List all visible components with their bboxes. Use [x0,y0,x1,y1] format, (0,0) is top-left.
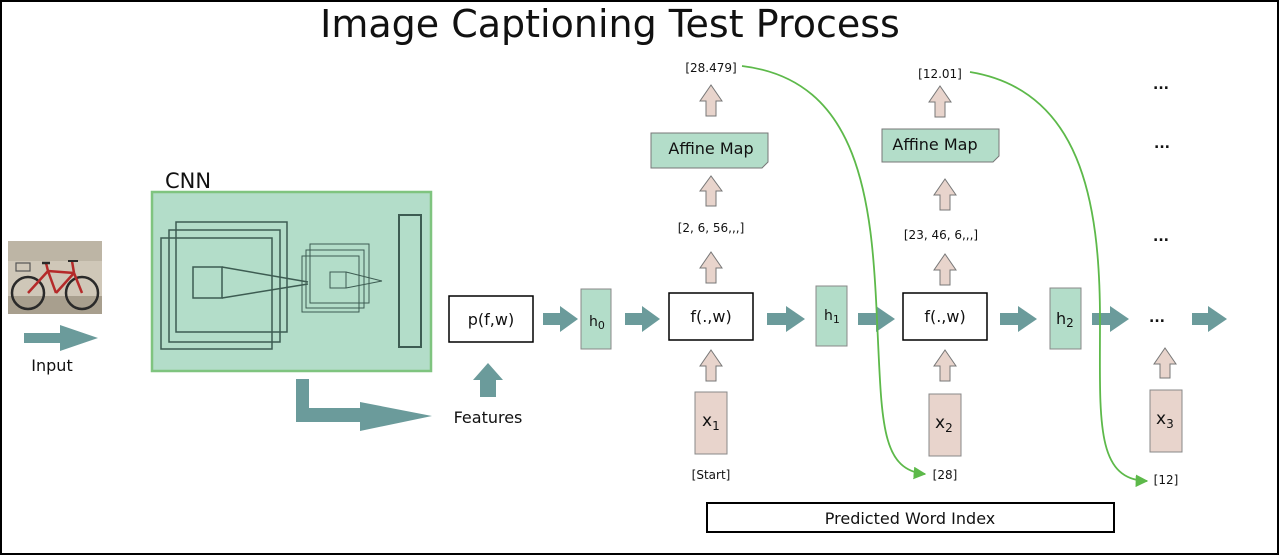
score-arrow-1 [699,84,723,117]
predicted-word-index-box [706,502,1115,533]
input-arrow-x2 [933,349,957,382]
affine-arrow-2 [933,178,957,211]
flow-arrow-7 [1192,306,1227,332]
input-label: Input [31,356,72,375]
bicycle-photo [8,241,102,314]
f-function-box-2 [902,292,988,341]
argmax-curve-2 [969,71,1149,488]
score-1: [28.479] [685,61,736,75]
p-function-box [448,295,534,343]
svg-text:...: ... [1149,310,1165,326]
f-function-label-1: f(.,w) [690,307,731,326]
predicted-word-index-label: Predicted Word Index [825,509,995,528]
f-function-label-2: f(.,w) [924,307,965,326]
flow-arrows [543,306,1227,332]
continuation-ellipses: ... ... ... ... [1149,77,1170,326]
predicted-index-2: [12] [1154,473,1179,487]
input-arrow-x3 [1153,347,1177,379]
score-2: [12.01] [918,67,962,81]
features-label: Features [454,408,523,427]
affine-map-box-1: Affine Map [650,132,769,169]
pink-up-arrows [699,84,1177,382]
diagram-title: Image Captioning Test Process [320,2,900,46]
input-arrow [24,325,98,351]
svg-text:h1: h1 [824,308,840,326]
flow-arrow-5 [1000,306,1037,332]
hidden-state-0: h0 [580,288,612,350]
output-arrow-2 [933,253,957,286]
output-arrow-1 [699,251,723,284]
hidden-state-1: h1 [815,285,848,347]
cnn-layers [160,214,422,350]
flow-arrow-3 [767,306,805,332]
cnn-box [150,190,433,373]
argmax-curve-1 [741,65,927,480]
flow-arrow-1 [543,306,578,332]
svg-text:...: ... [1153,229,1169,245]
svg-text:x3: x3 [1156,409,1174,431]
hidden-state-2: h2 [1049,287,1082,350]
svg-text:...: ... [1153,77,1169,93]
input-arrow-x1 [699,349,723,382]
svg-text:h0: h0 [589,314,605,332]
features-up-arrow [473,363,503,397]
score-arrow-2 [928,85,952,118]
output-vector-1: [2, 6, 56,,,] [678,221,745,235]
cnn-to-features-arrow [296,379,432,431]
flow-arrow-6 [1092,306,1129,332]
f-function-box-1 [668,292,754,341]
svg-text:x2: x2 [935,413,953,435]
svg-text:...: ... [1154,136,1170,152]
predicted-index-1: [28] [933,468,958,482]
affine-map-box-2: Affine Map [881,128,1000,163]
svg-text:h2: h2 [1056,309,1074,330]
start-token-label: [Start] [692,468,731,482]
cnn-label: CNN [165,169,211,193]
input-token-2: x2 [928,393,962,457]
p-function-label: p(f,w) [468,310,514,329]
affine-arrow-1 [699,175,723,207]
flow-arrow-2 [625,306,660,332]
svg-text:Affine Map: Affine Map [892,135,977,154]
svg-text:Affine Map: Affine Map [668,139,753,158]
svg-text:x1: x1 [702,411,720,433]
input-token-3: x3 [1149,389,1183,453]
input-token-1: x1 [694,391,728,455]
output-vector-2: [23, 46, 6,,,] [904,228,978,242]
